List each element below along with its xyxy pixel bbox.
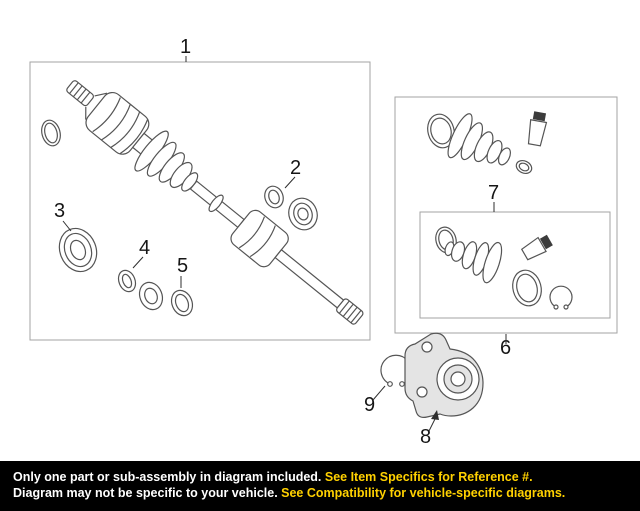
disclaimer-banner: Only one part or sub-assembly in diagram… <box>0 461 640 511</box>
leader-line-2 <box>284 176 296 189</box>
boot-kit-inner-box <box>419 211 611 319</box>
banner-line-1-text: Only one part or sub-assembly in diagram… <box>13 470 325 484</box>
axle-assembly-box <box>29 61 371 341</box>
part-2-ring-nut-drawing <box>264 185 318 231</box>
banner-line-2: Diagram may not be specific to your vehi… <box>13 485 640 501</box>
part-label-7: 7 <box>488 182 499 204</box>
part-label-5: 5 <box>177 255 188 277</box>
halfshaft-assembly-drawing <box>66 80 364 325</box>
part-label-8: 8 <box>420 426 431 448</box>
grease-tube-icon <box>520 234 553 261</box>
part-label-1: 1 <box>180 36 191 58</box>
leader-line-4 <box>132 256 144 269</box>
leader-line-9 <box>372 385 386 401</box>
part-3-bearing-drawing <box>58 227 98 273</box>
part-label-6: 6 <box>500 337 511 359</box>
exploded-parts-diagram: 1 <box>29 36 618 448</box>
leader-line-3 <box>62 220 72 232</box>
boot-kit-outer-box <box>394 96 618 334</box>
grease-tube-icon <box>527 111 548 147</box>
part-label-2: 2 <box>290 157 301 179</box>
banner-line-1: Only one part or sub-assembly in diagram… <box>13 469 640 485</box>
part-label-4: 4 <box>139 237 150 259</box>
banner-line-2-highlight: See Compatibility for vehicle-specific d… <box>281 486 566 500</box>
part-4-ring-drawing <box>117 269 164 311</box>
part-8-bracket-drawing <box>404 332 484 418</box>
inner-boot-kit-drawing <box>435 226 573 310</box>
part-label-3: 3 <box>54 200 65 222</box>
leader-arrowhead-8 <box>431 410 439 420</box>
outer-boot-kit-drawing <box>427 111 548 175</box>
boot-clamp-drawing <box>41 119 61 147</box>
banner-line-1-highlight: See Item Specifics for Reference #. <box>324 470 533 484</box>
banner-line-2-text: Diagram may not be specific to your vehi… <box>13 486 282 500</box>
part-label-9: 9 <box>364 394 375 416</box>
part-5-ring-drawing <box>170 289 194 317</box>
kit-snap-ring-drawing <box>549 285 573 310</box>
